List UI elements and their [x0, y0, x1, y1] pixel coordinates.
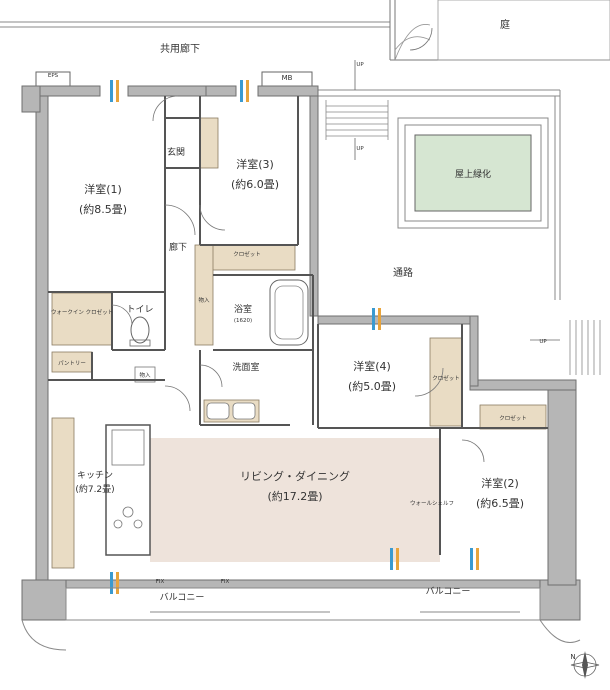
doors [111, 27, 485, 463]
eps-label: EPS [48, 73, 59, 79]
wall-shelf-label: ウォールシェルフ [410, 499, 454, 507]
structural-walls [21, 85, 581, 621]
kitchen-storage-label: 物入 [139, 371, 151, 379]
room1-size: (約8.5畳) [79, 202, 127, 216]
room2-size: (約6.5畳) [476, 496, 524, 510]
up-label-3: UP [539, 339, 547, 345]
entrance-label: 玄関 [167, 146, 185, 158]
up-label-1: UP [356, 62, 364, 68]
entrance-shoe-storage [199, 117, 219, 169]
wash-basin [206, 402, 256, 420]
corridor-label: 廊下 [169, 241, 187, 253]
toilet-fixture [129, 316, 151, 347]
room2-closet-label: クロゼット [499, 414, 527, 422]
garden-label: 庭 [500, 18, 510, 31]
pantry-label: パントリー [58, 360, 86, 367]
common-corridor-area [0, 21, 390, 87]
rooftop-green-zone [414, 134, 532, 212]
fix-left-label: FIX [156, 579, 165, 585]
room4-size: (約5.0畳) [348, 379, 396, 393]
sink [111, 429, 145, 466]
room4-closet-label: クロゼット [432, 374, 460, 382]
hall-storage-label: 物入 [198, 296, 210, 304]
kitchen-shelves [51, 417, 75, 569]
kitchen-name: キッチン [77, 470, 113, 481]
mb-label: MB [282, 74, 293, 82]
balcony-right-label: バルコニー [426, 586, 471, 597]
bath-label: 浴室 [234, 303, 252, 315]
room3-size: (約6.0畳) [231, 177, 279, 191]
hall-storage [194, 244, 214, 346]
rooftop-green-label: 屋上緑化 [455, 168, 491, 180]
room3-closet-label: クロゼット [233, 250, 261, 258]
compass-icon [570, 651, 600, 679]
rooftop-area [317, 60, 601, 375]
storage-areas [51, 117, 547, 569]
room3-name: 洋室(3) [236, 157, 274, 171]
stove-burner [122, 506, 134, 518]
up-label-2: UP [356, 146, 364, 152]
room2-name: 洋室(2) [481, 476, 519, 490]
stairs-upper [325, 100, 389, 140]
interior-walls [48, 96, 548, 555]
compass-n-label: N [570, 653, 575, 661]
balcony-left-label: バルコニー [160, 592, 205, 603]
walk-in-closet [51, 292, 113, 346]
living-size: (約17.2畳) [267, 489, 322, 503]
common-corridor-label: 共用廊下 [160, 42, 200, 55]
room4-closet [429, 337, 463, 427]
room1-name: 洋室(1) [84, 182, 122, 196]
passage-label: 通路 [393, 266, 413, 279]
balcony [21, 587, 581, 651]
washroom-label: 洗面室 [232, 361, 259, 373]
room2-closet [479, 404, 547, 430]
window-markers [110, 80, 479, 594]
walk-in-closet-label: ウォークイン クロゼット [51, 308, 113, 316]
living-name: リビング・ダイニング [240, 469, 350, 483]
room4-name: 洋室(4) [353, 359, 391, 373]
bath-size: (1620) [234, 318, 252, 324]
toilet-label: トイレ [126, 305, 153, 315]
stove-burner [113, 519, 123, 529]
garden-area [389, 0, 610, 61]
stove-burner [133, 519, 143, 529]
bathtub [269, 279, 309, 346]
living-floor [150, 438, 440, 562]
kitchen-island [105, 424, 151, 556]
stairs-right [569, 320, 601, 375]
kitchen-size: (約7.2畳) [75, 483, 114, 495]
fix-right-label: FIX [221, 579, 230, 585]
kitchen-storage-box [134, 366, 156, 383]
